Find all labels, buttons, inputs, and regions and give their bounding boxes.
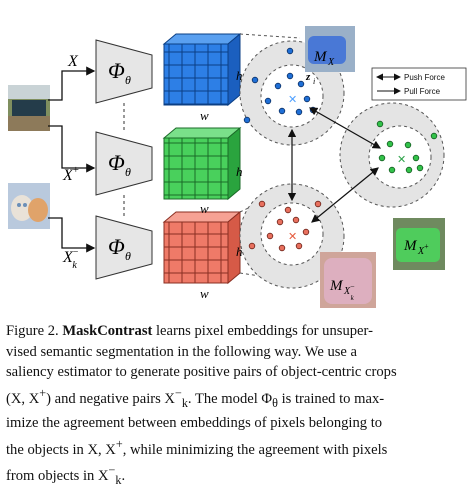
mask-x-pos: M X+ [393, 218, 445, 270]
svg-text:M: M [329, 278, 344, 294]
mask-x: M X [305, 26, 355, 72]
dim-w-1: w [200, 108, 209, 123]
legend-pull: Pull Force [404, 87, 441, 96]
figure-caption: Figure 2. MaskContrast learns pixel embe… [6, 323, 397, 487]
svg-text:✕: ✕ [288, 93, 297, 106]
feature-cube-blue [162, 32, 242, 107]
dim-w-2: w [200, 201, 209, 216]
svg-text:X: X [327, 57, 335, 68]
svg-text:θ: θ [125, 165, 131, 179]
dim-w-3: w [200, 286, 209, 301]
svg-text:X+: X+ [417, 242, 429, 257]
svg-text:✕: ✕ [397, 153, 406, 166]
encoder-2: Φ θ [95, 131, 153, 196]
encoder-1: Φ θ [95, 39, 153, 104]
label-x-neg: X−k [62, 247, 79, 271]
svg-text:Φ: Φ [108, 234, 125, 259]
label-x-pos: X+ [62, 164, 79, 184]
legend-push: Push Force [404, 73, 445, 82]
cluster-green: ✕ [339, 102, 445, 208]
force-arrows [287, 107, 382, 223]
legend: Push Force Pull Force [371, 67, 467, 101]
svg-text:M: M [313, 49, 328, 65]
svg-text:Φ: Φ [108, 58, 125, 83]
dim-h-3: h [236, 244, 243, 259]
svg-text:θ: θ [125, 249, 131, 263]
figure: X X+ X−k Φ θ Φ θ Φ θ h w h w h w [8, 26, 467, 308]
svg-text:X−k: X−k [343, 282, 355, 302]
label-x: X [67, 53, 79, 70]
dim-h-2: h [236, 164, 243, 179]
input-image-train [8, 85, 50, 131]
encoder-3: Φ θ [95, 215, 153, 280]
feature-cube-green [162, 126, 242, 201]
dim-h-1: h [236, 68, 243, 83]
input-arrows [48, 66, 96, 253]
svg-text:z: z [305, 71, 311, 83]
svg-text:θ: θ [125, 73, 131, 87]
svg-text:Φ: Φ [108, 150, 125, 175]
mask-x-neg: M X−k [320, 252, 376, 308]
svg-text:i: i [313, 77, 315, 86]
feature-cube-red [162, 210, 242, 285]
input-image-cats [8, 183, 50, 229]
svg-text:M: M [403, 238, 418, 254]
svg-text:✕: ✕ [288, 230, 297, 243]
